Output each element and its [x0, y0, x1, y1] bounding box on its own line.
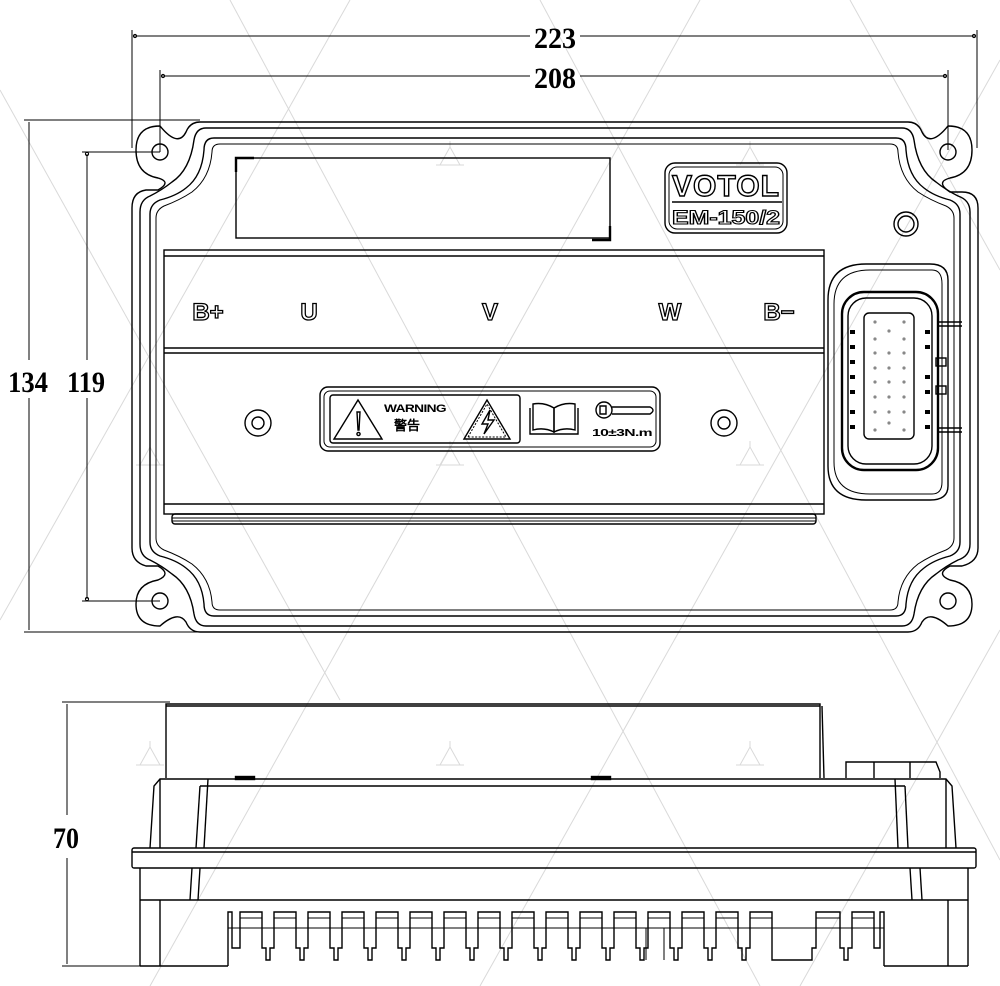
dimension-overall-height: 134 [8, 119, 200, 633]
dimension-label-134: 134 [8, 366, 48, 399]
dimension-label-223: 223 [534, 22, 576, 55]
brand-name: VOTOL [672, 170, 780, 203]
terminal-cover [163, 249, 825, 525]
dimension-hole-height: 119 [67, 151, 160, 602]
heatsink-fins [227, 911, 885, 966]
breather-screw [893, 211, 919, 237]
terminal-v: V [482, 299, 498, 326]
dimension-label-70: 70 [53, 822, 79, 855]
side-view-housing [131, 703, 977, 967]
signal-connector [827, 263, 962, 501]
dimension-overall-width: 223 [131, 22, 978, 148]
dimension-hole-width: 208 [159, 62, 949, 150]
warning-title-cn: 警告 [394, 418, 420, 434]
connector-pins [873, 320, 906, 432]
label-recess [234, 156, 612, 242]
wrench-icon [595, 401, 654, 419]
terminal-u: U [300, 299, 317, 326]
warning-title-en: WARNING [384, 403, 446, 415]
terminal-labels: B+ U V W B− [192, 298, 796, 326]
connector-latches [850, 330, 930, 429]
torque-spec: 10±3N.m [592, 428, 653, 439]
brand-plate: VOTOL EM-150/2 [664, 162, 788, 234]
caution-triangle-icon [332, 398, 384, 440]
terminal-b-minus: B− [763, 299, 794, 326]
dimension-side-height: 70 [53, 701, 170, 967]
dimension-label-208: 208 [534, 62, 576, 95]
manual-book-icon [529, 402, 579, 435]
mounting-hole-top-right [939, 143, 957, 161]
high-voltage-icon [462, 398, 512, 440]
mounting-holes [130, 100, 957, 610]
model-number: EM-150/2 [672, 208, 780, 229]
watermark-logos [136, 141, 764, 766]
terminal-b-plus: B+ [192, 299, 223, 326]
cover-screws [244, 409, 738, 437]
terminal-w: W [659, 299, 682, 326]
top-view-housing [131, 121, 979, 633]
mounting-hole-bottom-right [939, 592, 957, 610]
dimension-label-119: 119 [67, 366, 105, 399]
warning-label: WARNING 警告 10±3N.m [319, 386, 661, 452]
